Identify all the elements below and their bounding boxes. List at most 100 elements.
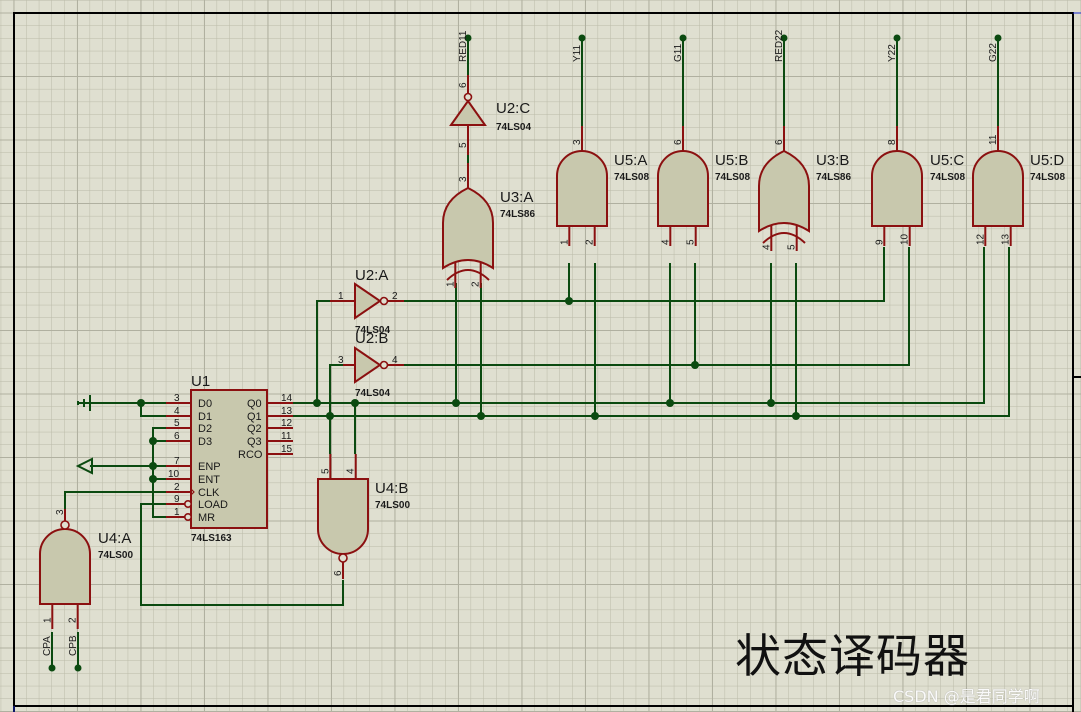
- pin-name: D1: [198, 411, 212, 423]
- junctions: [48, 34, 1002, 672]
- pin-name: Q2: [247, 423, 262, 435]
- net-label-red11: RED11: [458, 30, 469, 62]
- pin-num: 6: [774, 139, 785, 145]
- gate-pins: [770, 126, 798, 251]
- and-gate-body: [556, 150, 608, 227]
- pin-num: 2: [174, 482, 180, 493]
- gate-pins: [984, 126, 1012, 246]
- gate-pins: [669, 126, 697, 246]
- inverter-u2b[interactable]: 3 4 U2:B 74LS04: [338, 330, 404, 399]
- pin-name: Q1: [247, 411, 262, 423]
- pin-num: 9: [874, 239, 885, 245]
- net-label-cpb: CPB: [68, 635, 79, 656]
- counter-u1[interactable]: U1 74LS163 3 D0 4 D1 5 D2 6 D3 7 ENP 10 …: [166, 373, 293, 544]
- net-label-y11: Y11: [572, 45, 583, 62]
- gate-pins: [883, 126, 911, 246]
- pin-num: 1: [174, 507, 180, 518]
- gate-part: 74LS08: [715, 172, 750, 183]
- gate-part: 74LS86: [500, 209, 535, 220]
- inversion-bubble: [338, 553, 348, 563]
- pin-num: 5: [320, 468, 331, 474]
- gate-part: 74LS08: [1030, 172, 1065, 183]
- xor-gate-body: [442, 186, 494, 270]
- gate-pins: [454, 163, 482, 288]
- gate-ref: U3:B: [816, 152, 849, 169]
- pin-num: 2: [392, 291, 398, 302]
- inversion-bubble: [60, 520, 70, 530]
- pin-num: 10: [900, 233, 911, 245]
- pin-num: 1: [338, 291, 344, 302]
- inverter-u2c[interactable]: 6 5 U2:C 74LS04: [449, 75, 531, 155]
- pin-num: 3: [55, 509, 66, 515]
- pin-name: D2: [198, 423, 212, 435]
- port-arrow-icon[interactable]: [75, 457, 93, 475]
- pin-num: 10: [168, 469, 180, 480]
- pin-name: D3: [198, 436, 212, 448]
- gate-pins: [568, 126, 596, 246]
- pin-num: 7: [174, 456, 180, 467]
- pin-num: 3: [458, 176, 469, 182]
- pin-num: 6: [333, 570, 344, 576]
- pin-num: 4: [346, 468, 357, 474]
- xor-input-arc: [762, 232, 806, 244]
- gate-ref: U5:C: [930, 152, 964, 169]
- pin-num: 9: [174, 494, 180, 505]
- u2c-ref: U2:C: [496, 100, 530, 117]
- net-label-g11: G11: [673, 43, 684, 62]
- sheet-border: [13, 12, 1081, 712]
- pin-num: 5: [787, 244, 798, 250]
- pin-name: Q0: [247, 398, 262, 410]
- gate-part: 74LS08: [930, 172, 965, 183]
- pin-num: 1: [42, 617, 53, 623]
- diagram-title: 状态译码器: [735, 629, 970, 683]
- gate-ref: U4:B: [375, 480, 408, 497]
- pin-num: 6: [174, 431, 180, 442]
- net-label-y22: Y22: [887, 44, 898, 62]
- u2a-part: 74LS04: [355, 325, 390, 336]
- u2a-ref: U2:A: [355, 267, 388, 284]
- and-gate-body: [871, 150, 923, 227]
- u2b-part: 74LS04: [355, 388, 390, 399]
- gate-ref: U4:A: [98, 530, 131, 547]
- and-gate-body: [972, 150, 1024, 227]
- gate-ref: U3:A: [500, 189, 533, 206]
- pin-num: 3: [338, 355, 344, 366]
- pin-num: 4: [761, 244, 772, 250]
- pin-num: 6: [458, 82, 469, 88]
- xor-input-arc: [446, 269, 490, 281]
- pin-name: D0: [198, 398, 212, 410]
- wires: [51, 38, 1010, 668]
- gate-u4b[interactable]: 5 4 6 U4:B 74LS00: [317, 454, 410, 579]
- gate-u3b[interactable]: 4 5 6U3:B 74LS86 RED22: [758, 29, 851, 251]
- pin-num: 13: [281, 406, 293, 417]
- gate-ref: U5:B: [715, 152, 748, 169]
- pin-num: 5: [686, 239, 697, 245]
- gate-pins: [329, 454, 357, 579]
- net-label-red22: RED22: [774, 29, 785, 62]
- ground-icon[interactable]: [77, 395, 91, 411]
- pin-name: LOAD: [198, 499, 228, 511]
- gate-part: 74LS08: [614, 172, 649, 183]
- gate-part: 74LS00: [375, 500, 410, 511]
- gate-ref: U5:D: [1030, 152, 1064, 169]
- pin-num: 2: [471, 281, 482, 287]
- pin-num: 13: [1001, 233, 1012, 245]
- u1-ref: U1: [191, 373, 210, 390]
- pin-num: 12: [281, 418, 293, 429]
- pin-num: 4: [174, 406, 180, 417]
- gate-part: 74LS86: [816, 172, 851, 183]
- pin-num: 11: [281, 431, 292, 442]
- gate-part: 74LS00: [98, 550, 133, 561]
- pin-num: 11: [988, 134, 999, 145]
- pin-num: 5: [174, 418, 180, 429]
- nand-gate-body: [39, 528, 91, 605]
- inverter-u2a[interactable]: 1 2 U2:A 74LS04: [330, 267, 404, 336]
